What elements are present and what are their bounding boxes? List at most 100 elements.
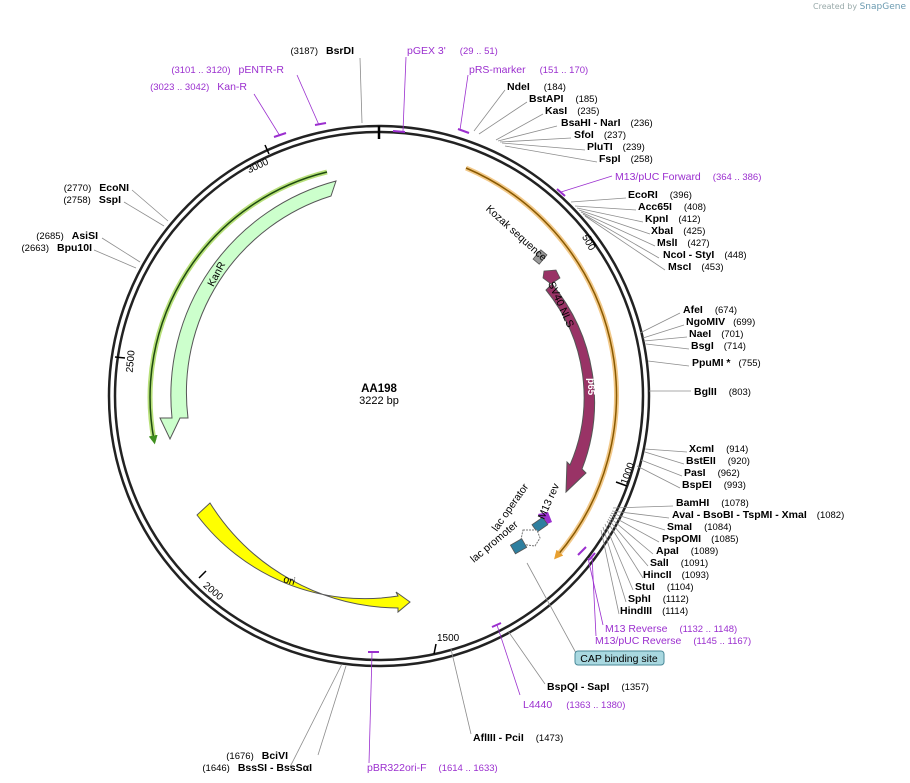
svg-text:SphI(1112): SphI(1112) <box>628 593 689 605</box>
tick-1500: 1500 <box>437 633 460 644</box>
ori-label: ori <box>282 573 296 588</box>
enzyme-kasi: KasI <box>545 105 567 117</box>
tick-2500: 2500 <box>125 349 138 373</box>
svg-text:HincII(1093): HincII(1093) <box>643 569 709 581</box>
enzyme-naei: NaeI <box>689 328 711 340</box>
svg-text:AflIII - PciI(1473): AflIII - PciI(1473) <box>473 732 563 744</box>
svg-text:(1676)BciVI: (1676)BciVI <box>226 750 288 762</box>
snapgene-logo: SnapGene <box>859 2 906 12</box>
enzyme-bcivi: BciVI <box>262 750 288 762</box>
svg-text:AvaI - BsoBI - TspMI - XmaI(10: AvaI - BsoBI - TspMI - XmaI(1082) <box>672 509 844 521</box>
svg-text:(3101 .. 3120)pENTR-R: (3101 .. 3120)pENTR-R <box>171 64 284 76</box>
kanr-cds-arc[interactable] <box>148 171 328 445</box>
svg-text:(2770)EcoNI: (2770)EcoNI <box>64 182 129 194</box>
enzyme-stui: StuI <box>635 581 655 593</box>
svg-text:(3187)BsrDI: (3187)BsrDI <box>291 45 355 57</box>
svg-text:BsaHI - NarI(236): BsaHI - NarI(236) <box>561 117 653 129</box>
svg-text:MscI(453): MscI(453) <box>668 261 724 273</box>
enzyme-ecori: EcoRI <box>628 189 658 201</box>
enzyme-hindiii: HindIII <box>620 605 652 617</box>
svg-text:NcoI - StyI(448): NcoI - StyI(448) <box>663 249 747 261</box>
primer-prs-marker: pRS-marker <box>469 64 526 76</box>
cap-binding-site-box[interactable] <box>574 650 665 666</box>
svg-text:SfoI(237): SfoI(237) <box>574 129 626 141</box>
enzyme-msli: MslI <box>657 237 678 249</box>
svg-text:XbaI(425): XbaI(425) <box>651 225 705 237</box>
enzyme-leaders-left <box>93 57 363 768</box>
enzyme-ndei: NdeI <box>507 81 530 93</box>
enzyme-xbai: XbaI <box>651 225 673 237</box>
svg-text:pRS-marker(151 .. 170): pRS-marker(151 .. 170) <box>469 64 588 76</box>
enzyme-pluti: PluTI <box>587 141 613 153</box>
svg-text:(2685)AsiSI: (2685)AsiSI <box>36 230 98 242</box>
svg-text:ApaI(1089): ApaI(1089) <box>656 545 718 557</box>
enzyme-fspi: FspI <box>599 153 621 165</box>
enzyme-afei: AfeI <box>683 304 703 316</box>
enzyme-kpni: KpnI <box>645 213 668 225</box>
svg-text:M13 Reverse(1132 .. 1148): M13 Reverse(1132 .. 1148) <box>605 623 737 635</box>
primer-labels: pGEX 3'(29 .. 51) pRS-marker(151 .. 170)… <box>150 45 761 774</box>
svg-text:KasI(235): KasI(235) <box>545 105 599 117</box>
p65-feature[interactable] <box>545 283 596 494</box>
ori-feature[interactable] <box>196 502 411 614</box>
svg-text:SalI(1091): SalI(1091) <box>650 557 708 569</box>
kanr-feature[interactable] <box>159 180 337 441</box>
enzyme-bglii: BglII <box>694 386 717 398</box>
enzyme-smai: SmaI <box>667 521 692 533</box>
primer-marks <box>273 122 596 653</box>
lac-operator-feature[interactable] <box>531 516 549 533</box>
plasmid-name: AA198 <box>361 383 397 395</box>
enzyme-pspomi: PspOMI <box>662 533 701 545</box>
svg-text:BstAPI(185): BstAPI(185) <box>529 93 598 105</box>
primer-m13-puc-reverse: M13/pUC Reverse <box>595 635 682 647</box>
primer-pgex3: pGEX 3' <box>407 45 446 57</box>
enzyme-sphi: SphI <box>628 593 651 605</box>
insert-arc[interactable] <box>465 167 618 560</box>
sv40-nls-feature[interactable] <box>542 269 561 285</box>
svg-text:PasI(962): PasI(962) <box>684 467 740 479</box>
enzyme-leaders-right <box>450 89 691 735</box>
svg-text:pBR322ori-F(1614 .. 1633): pBR322ori-F(1614 .. 1633) <box>367 762 498 774</box>
svg-text:NgoMIV(699): NgoMIV(699) <box>686 316 755 328</box>
enzyme-labels-left: (3187)BsrDI (2770)EcoNI (2758)SspI (2685… <box>22 45 355 774</box>
enzyme-bspei: BspEI <box>682 479 712 491</box>
svg-text:BamHI(1078): BamHI(1078) <box>676 497 749 509</box>
svg-text:BstEII(920): BstEII(920) <box>686 455 750 467</box>
svg-text:EcoRI(396): EcoRI(396) <box>628 189 692 201</box>
svg-text:BspEI(993): BspEI(993) <box>682 479 746 491</box>
svg-text:XcmI(914): XcmI(914) <box>689 443 748 455</box>
credit-text: Created by <box>813 2 858 11</box>
enzyme-bsteii: BstEII <box>686 455 716 467</box>
primer-pentr-r: pENTR-R <box>238 64 284 76</box>
enzyme-ncoi-styi: NcoI - StyI <box>663 249 714 261</box>
svg-text:(2663)Bpu10I: (2663)Bpu10I <box>22 242 93 254</box>
svg-text:Acc65I(408): Acc65I(408) <box>638 201 706 213</box>
enzyme-sspi: SspI <box>99 194 121 206</box>
svg-text:PpuMI *(755): PpuMI *(755) <box>692 357 761 369</box>
enzyme-afliii-pcii: AflIII - PciI <box>473 732 524 744</box>
kozak-feature[interactable] <box>532 249 548 265</box>
primer-m13-reverse: M13 Reverse <box>605 623 668 635</box>
svg-text:AfeI(674): AfeI(674) <box>683 304 737 316</box>
enzyme-acc65i: Acc65I <box>638 201 672 213</box>
enzyme-bsgi: BsgI <box>691 340 714 352</box>
enzyme-bamhi: BamHI <box>676 497 709 509</box>
svg-text:FspI(258): FspI(258) <box>599 153 653 165</box>
enzyme-labels-right: NdeI(184) BstAPI(185) KasI(235) BsaHI - … <box>473 81 844 744</box>
primer-pbr322ori-f: pBR322ori-F <box>367 762 427 774</box>
primer-leaders <box>253 56 613 764</box>
svg-text:HindIII(1114): HindIII(1114) <box>620 605 688 617</box>
enzyme-bpu10i: Bpu10I <box>57 242 92 254</box>
m13rev-feature[interactable] <box>538 512 552 525</box>
cap-binding-site-label: CAP binding site <box>580 653 658 665</box>
primer-m13-puc-forward: M13/pUC Forward <box>615 171 701 183</box>
enzyme-hincii: HincII <box>643 569 672 581</box>
enzyme-bspqi-sapi: BspQI - SapI <box>547 681 610 693</box>
cap-feature-box[interactable] <box>509 538 528 555</box>
enzyme-sali: SalI <box>650 557 669 569</box>
svg-text:MslI(427): MslI(427) <box>657 237 710 249</box>
svg-text:PluTI(239): PluTI(239) <box>587 141 645 153</box>
svg-text:L4440(1363 .. 1380): L4440(1363 .. 1380) <box>523 699 625 711</box>
svg-text:M13/pUC Forward(364 .. 386): M13/pUC Forward(364 .. 386) <box>615 171 761 183</box>
